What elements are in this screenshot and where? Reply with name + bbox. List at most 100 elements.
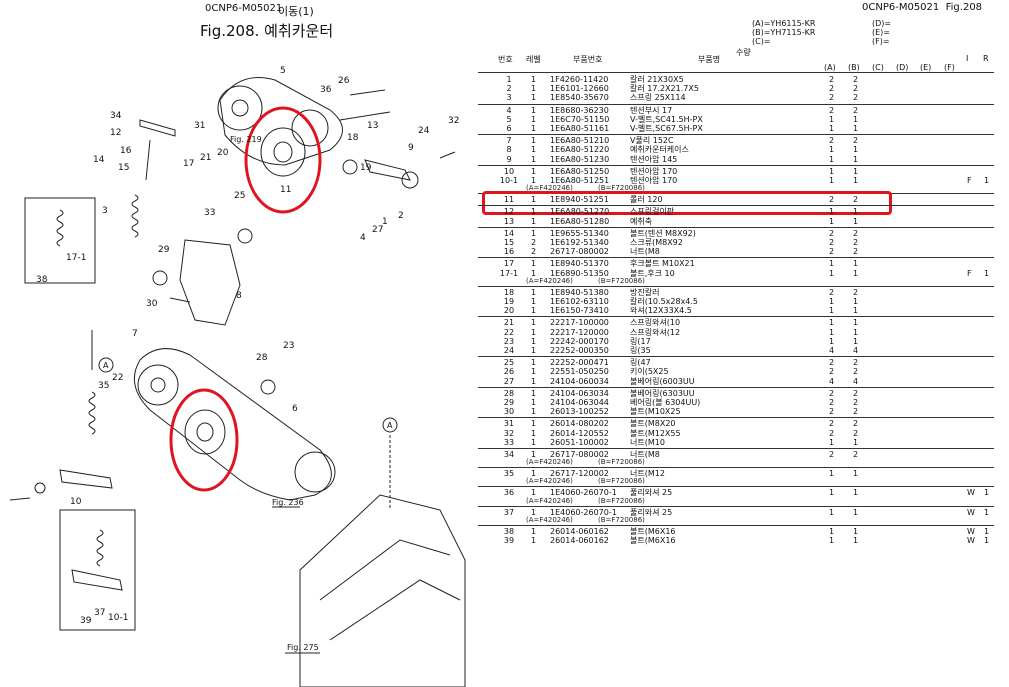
callout-24: 24 bbox=[418, 126, 430, 136]
callout-18: 18 bbox=[347, 133, 359, 143]
callout-23: 23 bbox=[283, 341, 294, 351]
row-separator bbox=[478, 356, 994, 358]
row-qty-b: 2 bbox=[853, 407, 859, 417]
row-i: F bbox=[967, 176, 972, 185]
row-no: 8 bbox=[506, 145, 512, 155]
bolt-14 bbox=[145, 139, 151, 181]
col-a: (A) bbox=[824, 63, 836, 72]
row-level: 1 bbox=[531, 228, 537, 238]
model-b: (B)=YH7115-KR bbox=[752, 28, 816, 37]
row-qty-a: 2 bbox=[829, 195, 835, 205]
row-part-no: 1E6A80-51250 bbox=[550, 166, 610, 176]
row-name: 볼트(M6X16 bbox=[630, 526, 676, 536]
row-no: 17 bbox=[503, 259, 515, 269]
model-a: (A)=YH6115-KR bbox=[752, 19, 816, 28]
bearing-28 bbox=[260, 379, 276, 395]
row-part-no: 1E8940-51251 bbox=[550, 195, 609, 205]
row-qty-b: 1 bbox=[853, 216, 859, 226]
model-e: (E)= bbox=[872, 28, 890, 37]
v-belt-lower bbox=[133, 348, 332, 501]
roller-upper-hub bbox=[273, 141, 293, 163]
row-qty-b: 1 bbox=[853, 327, 859, 337]
callout-10-1: 10-1 bbox=[108, 613, 128, 623]
row-level: 1 bbox=[531, 136, 537, 146]
tension-arm-10 bbox=[59, 469, 113, 489]
row-no: 20 bbox=[503, 306, 515, 316]
row-no: 24 bbox=[503, 346, 515, 355]
row-qty-a: 4 bbox=[829, 346, 835, 355]
row-level: 1 bbox=[531, 306, 537, 316]
serial-note-a: (A=F420246) bbox=[526, 515, 573, 524]
row-qty-b: 2 bbox=[853, 367, 859, 377]
row-no: 4 bbox=[506, 105, 512, 115]
row-no: 31 bbox=[503, 419, 515, 429]
row-part-no: 26014-120552 bbox=[550, 428, 609, 438]
serial-note-b: (B=F720086) bbox=[598, 458, 645, 467]
row-qty-a: 2 bbox=[829, 398, 835, 407]
row-separator bbox=[478, 285, 994, 287]
row-no: 33 bbox=[503, 437, 515, 447]
row-qty-b: 1 bbox=[853, 166, 859, 176]
row-part-no: 22551-050250 bbox=[550, 367, 609, 377]
callout-7: 7 bbox=[132, 329, 138, 339]
highlight-circle-upper bbox=[244, 106, 322, 214]
doc-code: 0CNP6-M05021 bbox=[205, 3, 283, 14]
row-level: 2 bbox=[531, 238, 537, 247]
row-separator bbox=[478, 205, 994, 207]
row-qty-a: 1 bbox=[829, 336, 835, 346]
exploded-parts-diagram: Fig. 219 Fig. 236 Fig. 275 A A 123456789… bbox=[9, 66, 466, 687]
row-qty-a: 2 bbox=[829, 247, 835, 257]
row-r: 1 bbox=[984, 536, 990, 545]
row-part-no: 1E8940-51370 bbox=[550, 259, 609, 269]
row-qty-b: 1 bbox=[853, 124, 859, 133]
callout-9: 9 bbox=[408, 143, 414, 153]
shaft-13b bbox=[339, 111, 391, 121]
row-name: 와셔(12X33X4.5 bbox=[630, 306, 692, 316]
row-name: 볼베어링(6003UU bbox=[630, 376, 695, 386]
row-qty-b: 1 bbox=[853, 176, 859, 185]
row-qty-a: 2 bbox=[829, 84, 835, 94]
row-part-no: 24104-063034 bbox=[550, 388, 609, 398]
serial-note-b: (B=F720086) bbox=[598, 276, 645, 285]
serial-note-a: (A=F420246) bbox=[526, 184, 573, 193]
row-no: 10-1 bbox=[499, 176, 519, 185]
col-name: 부품명 bbox=[698, 55, 721, 64]
callout-22: 22 bbox=[112, 373, 123, 383]
fig-275-label: Fig. 275 bbox=[287, 643, 319, 652]
row-qty-a: 2 bbox=[829, 367, 835, 377]
model-c: (C)= bbox=[752, 37, 771, 46]
row-qty-b: 2 bbox=[853, 228, 859, 238]
row-separator bbox=[478, 226, 994, 228]
row-part-no: 1E6A80-51251 bbox=[550, 176, 610, 185]
row-qty-a: 1 bbox=[829, 437, 835, 447]
row-level: 1 bbox=[531, 376, 537, 386]
row-part-no: 1E6A80-51220 bbox=[550, 145, 610, 155]
row-qty-b: 1 bbox=[853, 507, 859, 517]
row-level: 1 bbox=[531, 388, 537, 398]
row-level: 1 bbox=[531, 216, 537, 226]
col-e: (E) bbox=[920, 63, 932, 72]
callout-11: 11 bbox=[280, 185, 291, 195]
row-part-no: 1E6192-51340 bbox=[550, 238, 609, 247]
row-qty-b: 2 bbox=[853, 136, 859, 146]
row-no: 37 bbox=[503, 507, 515, 517]
row-level: 1 bbox=[531, 336, 537, 346]
row-qty-b: 1 bbox=[853, 526, 859, 536]
callout-30: 30 bbox=[146, 299, 158, 309]
row-qty-a: 1 bbox=[829, 507, 835, 517]
